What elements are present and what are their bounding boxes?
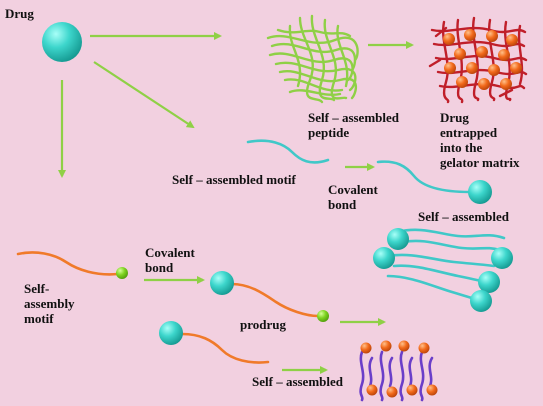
label-self-assembled-motif: Self – assembled motif — [172, 172, 296, 187]
self-assembly-motif — [16, 251, 128, 279]
label-drug: Drug — [5, 6, 34, 21]
arrows — [58, 32, 414, 374]
arrow-drug-to-motif — [93, 61, 195, 129]
gel-matrix — [428, 16, 528, 104]
label-self-assembled-bottom: Self – assembled — [252, 374, 343, 389]
drug-motif-bottom — [159, 321, 270, 364]
label-covalent-bond-left: Covalent bond — [145, 245, 195, 275]
label-self-assembled-right: Self – assembled — [418, 209, 509, 224]
drug-sphere — [42, 22, 82, 62]
motif-cyan-top — [246, 139, 330, 164]
label-self-assembly-motif: Self- assembly motif — [24, 281, 75, 326]
self-assembled-cluster — [373, 228, 513, 312]
label-prodrug: prodrug — [240, 317, 286, 332]
peptide-fibers — [266, 14, 359, 104]
label-covalent-bond-top: Covalent bond — [328, 182, 378, 212]
label-drug-entrapped: Drug entrapped into the gelator matrix — [440, 110, 520, 170]
motif-drug-conjugate — [376, 160, 492, 204]
purple-assembly — [359, 340, 438, 402]
label-self-assembled-peptide: Self – assembled peptide — [308, 110, 399, 140]
prodrug-molecule — [210, 271, 329, 322]
